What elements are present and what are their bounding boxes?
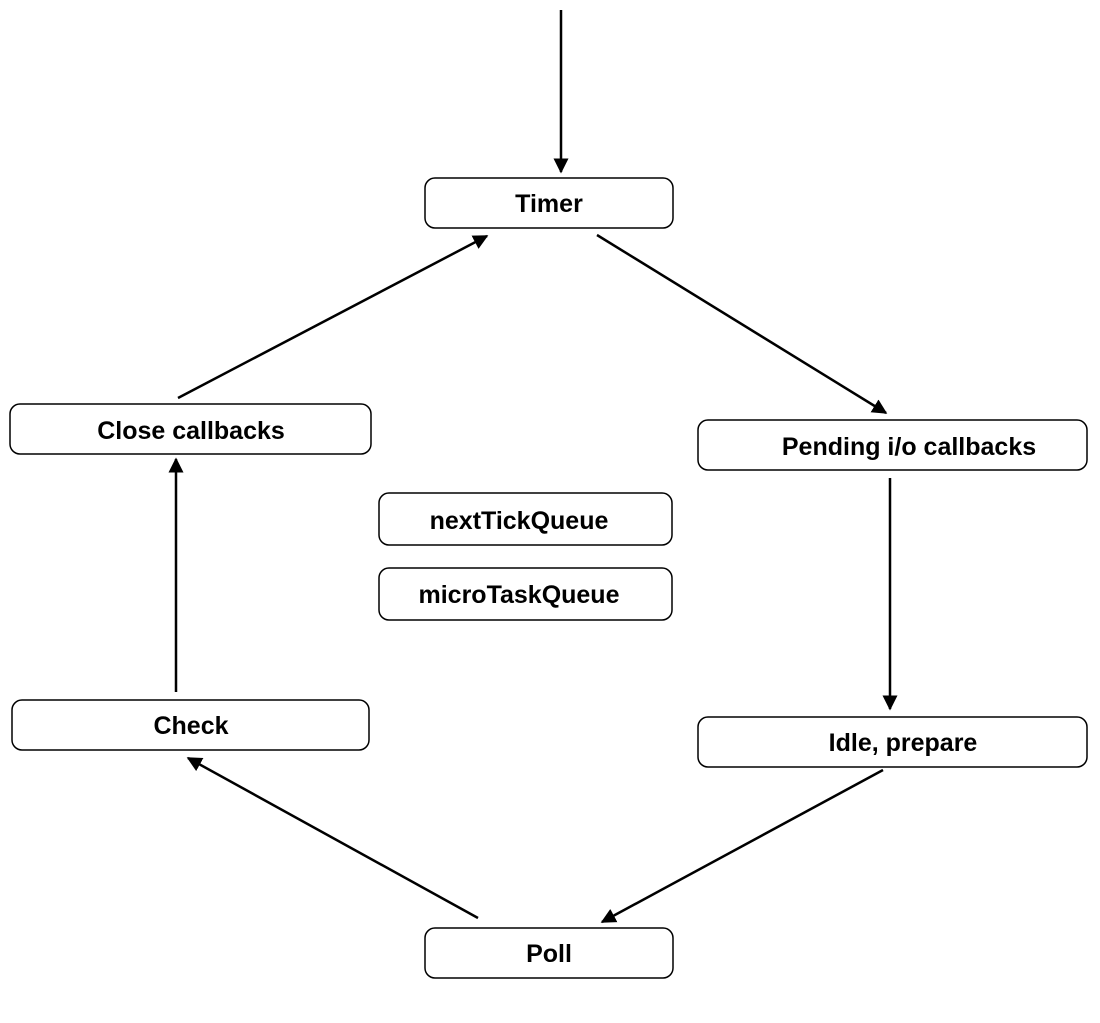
timer-to-pending-arrow <box>596 233 888 415</box>
check-label: Check <box>153 712 228 740</box>
pending-io-callbacks-label: Pending i/o callbacks <box>782 433 1036 461</box>
next-tick-queue-label: nextTickQueue <box>430 507 609 535</box>
idle-prepare-label: Idle, prepare <box>829 729 978 757</box>
poll-label: Poll <box>526 940 572 968</box>
pending-io-callbacks-node: Pending i/o callbacks <box>697 419 1088 471</box>
timer-label: Timer <box>515 190 583 218</box>
close-callbacks-label: Close callbacks <box>97 417 285 445</box>
micro-task-queue-node: microTaskQueue <box>378 567 673 621</box>
timer-node: Timer <box>424 177 674 229</box>
micro-task-queue-label: microTaskQueue <box>418 581 619 609</box>
idle-to-poll-arrow <box>600 768 884 924</box>
next-tick-queue-node: nextTickQueue <box>378 492 673 546</box>
close-to-timer-arrow <box>177 234 489 400</box>
check-node: Check <box>11 699 370 751</box>
poll-node: Poll <box>424 927 674 979</box>
close-callbacks-node: Close callbacks <box>9 403 372 455</box>
poll-to-check-arrow <box>186 756 479 920</box>
idle-prepare-node: Idle, prepare <box>697 716 1088 768</box>
